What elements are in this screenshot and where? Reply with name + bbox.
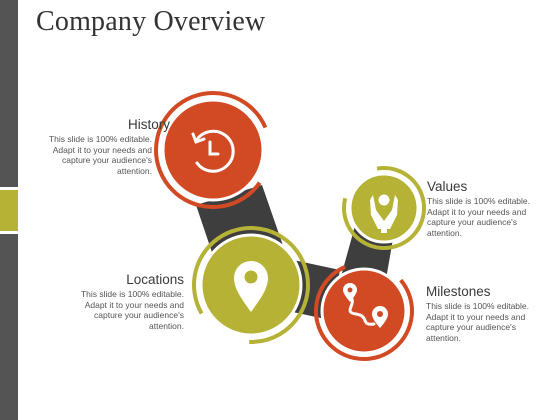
locations-description: This slide is 100% editable. Adapt it to… <box>80 289 184 331</box>
locations-label: Locations This slide is 100% editable. A… <box>14 272 184 331</box>
values-circle <box>348 172 420 244</box>
history-outer-arc <box>154 91 272 209</box>
values-heading: Values <box>427 179 468 194</box>
history-label: History This slide is 100% editable. Ada… <box>0 117 170 176</box>
values-node[interactable] <box>338 162 431 255</box>
values-description: This slide is 100% editable. Adapt it to… <box>427 196 531 238</box>
milestones-description: This slide is 100% editable. Adapt it to… <box>426 301 530 343</box>
values-outer-arc <box>342 165 426 250</box>
milestones-heading: Milestones <box>426 284 491 299</box>
map-pin-icon <box>234 261 268 312</box>
route-icon <box>343 283 388 328</box>
locations-heading: Locations <box>126 272 184 287</box>
history-description: This slide is 100% editable. Adapt it to… <box>48 134 152 176</box>
history-icon <box>191 129 235 173</box>
milestones-node[interactable] <box>296 243 431 378</box>
history-node[interactable] <box>134 71 293 230</box>
page-title: Company Overview <box>36 6 266 37</box>
values-label: Values This slide is 100% editable. Adap… <box>427 179 547 238</box>
hands-icon <box>370 194 398 233</box>
milestones-circle <box>320 267 408 355</box>
milestones-label: Milestones This slide is 100% editable. … <box>426 284 546 343</box>
history-heading: History <box>127 117 170 132</box>
locations-node[interactable] <box>173 207 329 363</box>
locations-outer-arc <box>192 226 310 344</box>
history-circle <box>161 98 265 202</box>
sidebar-accent <box>0 187 18 234</box>
milestones-outer-arc <box>314 261 414 361</box>
